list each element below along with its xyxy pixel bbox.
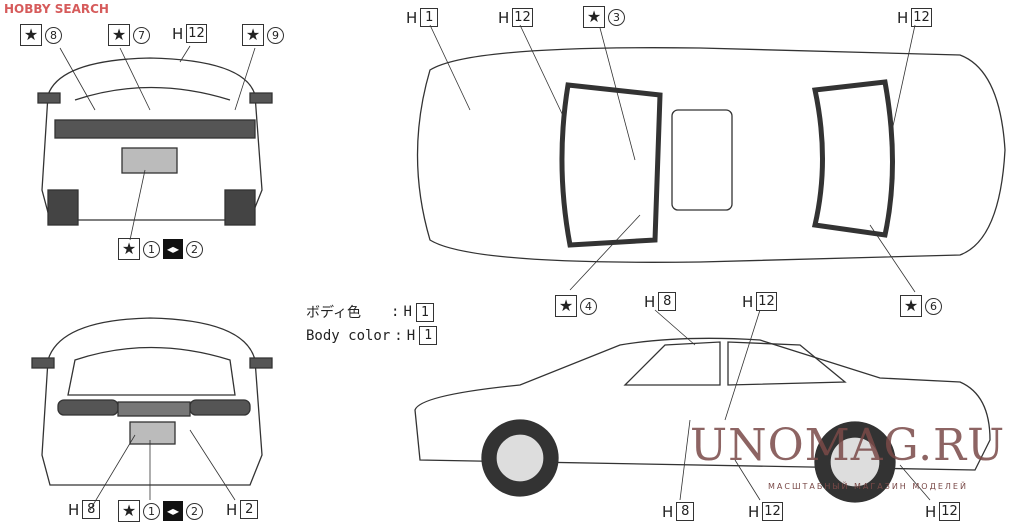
callout-top-4: ★4 [555, 295, 597, 317]
hobby-search-logo: HOBBY SEARCH [4, 2, 109, 16]
callout-top-6: ★6 [900, 295, 942, 317]
callout-front-plate: ★1◂▸2 [118, 500, 203, 522]
star-icon: ★ [900, 295, 922, 317]
leader-lines [59, 24, 931, 511]
rear-view-car [37, 57, 273, 226]
front-view-car [31, 317, 273, 486]
top-view-car [416, 47, 1006, 263]
star-icon: ★ [242, 24, 264, 46]
star-icon: ★ [108, 24, 130, 46]
star-icon: ★ [118, 500, 140, 522]
arrows-icon: ◂▸ [163, 501, 183, 521]
side-view-car [414, 337, 991, 503]
arrows-icon: ◂▸ [163, 239, 183, 259]
star-icon: ★ [555, 295, 577, 317]
callout-rear-7: ★7 [108, 24, 150, 46]
callout-rear-9: ★9 [242, 24, 284, 46]
watermark-sub: МАСШТАБНЫЙ МАГАЗИН МОДЕЛЕЙ [768, 482, 968, 491]
star-icon: ★ [118, 238, 140, 260]
watermark: UNOMAG.RU [690, 420, 1006, 471]
callout-top-3: ★3 [583, 6, 625, 28]
callout-rear-plate: ★1◂▸2 [118, 238, 203, 260]
callout-rear-8: ★8 [20, 24, 62, 46]
star-icon: ★ [583, 6, 605, 28]
star-icon: ★ [20, 24, 42, 46]
